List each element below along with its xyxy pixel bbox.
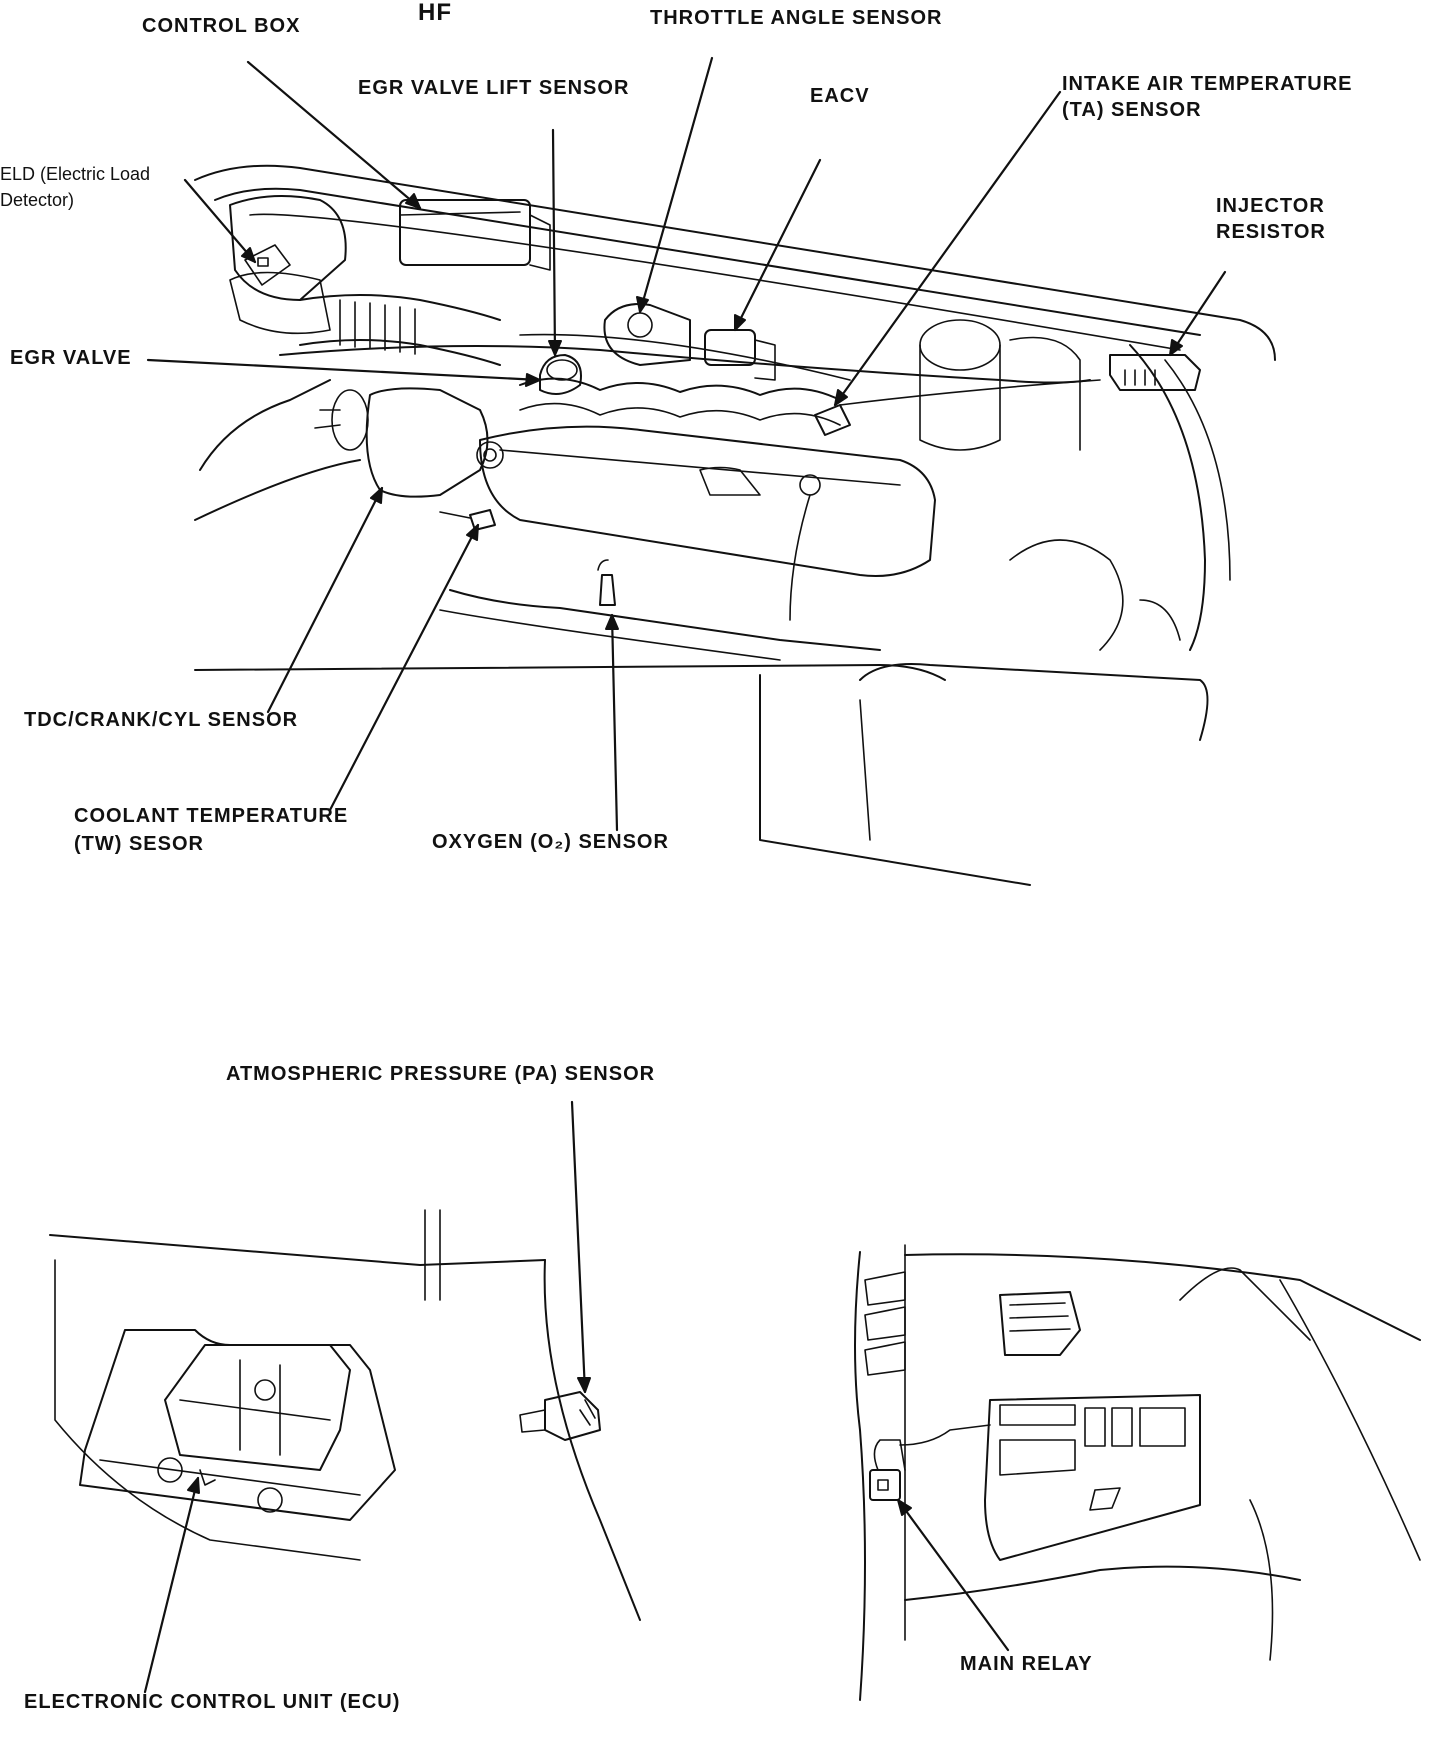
driver-dash-leader-lines — [896, 1498, 1010, 1652]
label-egr-valve-lift-sensor: EGR VALVE LIFT SENSOR — [358, 77, 630, 99]
label-oxygen-sensor: OXYGEN (O₂) SENSOR — [432, 831, 669, 853]
label-eld-line2: Detector) — [0, 190, 75, 210]
label-intake-air-temp-line2: (TA) SENSOR — [1062, 99, 1202, 121]
driver-dash-drawing — [854, 1244, 1421, 1701]
passenger-footwell-leader-lines — [143, 1100, 591, 1694]
label-intake-air-temp-line1: INTAKE AIR TEMPERATURE — [1062, 73, 1353, 95]
label-atmospheric-pressure-sensor: ATMOSPHERIC PRESSURE (PA) SENSOR — [226, 1063, 656, 1085]
label-ecu: ELECTRONIC CONTROL UNIT (ECU) — [24, 1691, 401, 1713]
label-throttle-angle-sensor: THROTTLE ANGLE SENSOR — [650, 7, 943, 29]
passenger-footwell-drawing — [49, 1209, 641, 1621]
label-main-relay: MAIN RELAY — [960, 1653, 1093, 1675]
label-injector-resistor-line2: RESISTOR — [1216, 221, 1326, 243]
label-eld-line1: ELD (Electric Load — [0, 164, 151, 184]
label-control-box: CONTROL BOX — [142, 15, 301, 37]
label-tdc-crank-cyl-sensor: TDC/CRANK/CYL SENSOR — [24, 709, 299, 731]
label-injector-resistor-line1: INJECTOR — [1216, 195, 1325, 217]
label-egr-valve: EGR VALVE — [10, 347, 132, 369]
label-eacv: EACV — [810, 85, 870, 107]
engine-bay-drawing — [194, 164, 1276, 886]
engine-bay-leader-lines — [146, 56, 1227, 832]
diagram-title: HF — [418, 0, 452, 26]
label-coolant-temp-line1: COOLANT TEMPERATURE — [74, 805, 349, 827]
label-coolant-temp-line2: (TW) SESOR — [74, 833, 204, 855]
